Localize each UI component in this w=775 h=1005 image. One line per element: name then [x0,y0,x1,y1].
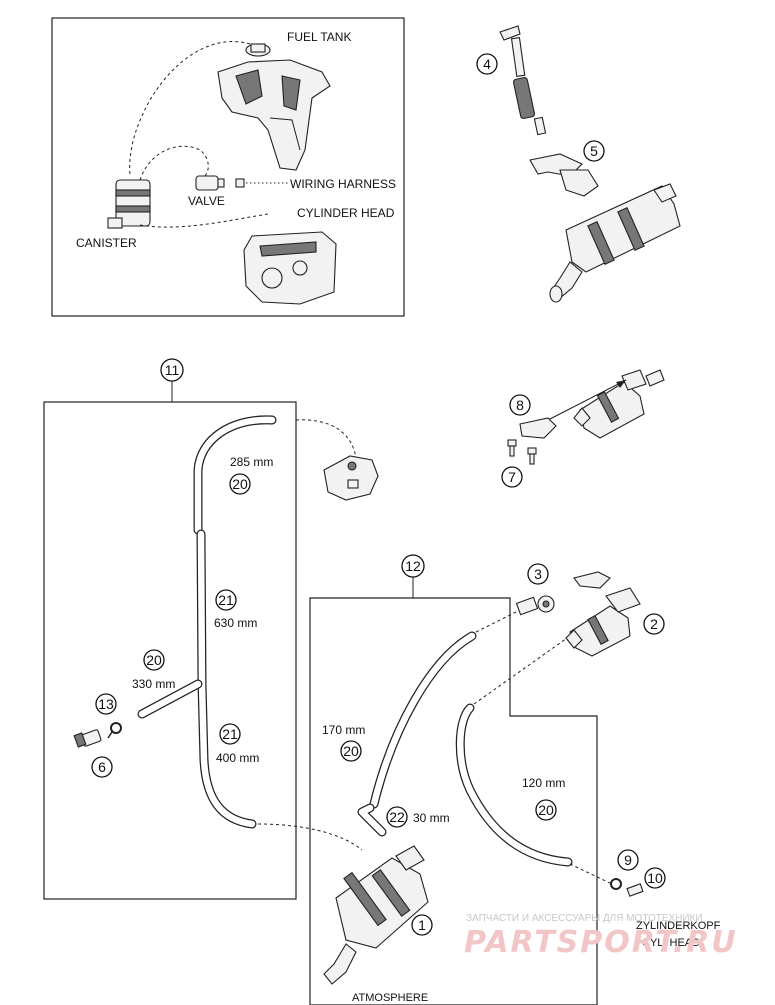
svg-text:9: 9 [624,852,632,868]
part-5-valve-illustration [549,183,681,303]
part-8-bracket-illustration [519,417,557,439]
hose-11-to-cap-line [295,419,357,459]
svg-text:13: 13 [98,696,114,712]
overview-frame [51,17,405,317]
callout-21-b: 21 [219,723,241,745]
hose-length-120: 120 mm [522,776,565,790]
cylinder-head-label: CYLINDER HEAD [297,206,395,220]
part-3-fitting-illustration [515,595,555,616]
svg-text:20: 20 [343,743,359,759]
callout-6: 6 [91,756,113,778]
canister-label: CANISTER [76,236,137,250]
hose-12-to-part3-line [475,611,517,633]
svg-text:5: 5 [590,143,598,159]
part-8-arrow-line [547,379,627,421]
hose-set-11-illustration [137,415,277,829]
hose-length-30: 30 mm [413,811,450,825]
svg-text:22: 22 [389,809,405,825]
hose-12-to-part2-line [473,635,571,705]
hose-length-285: 285 mm [230,455,273,469]
overview-inset: FUEL TANK WIRING HARNESS VALVE CYLINDER … [51,17,405,317]
svg-text:6: 6 [98,759,106,775]
part-7-screws-illustration [507,439,537,465]
fuel-tank-illustration [217,43,331,171]
svg-text:10: 10 [647,870,663,886]
fuel-tank-cap-illustration [323,455,379,501]
part-8-arrowhead [616,380,626,388]
svg-text:12: 12 [405,558,421,574]
svg-text:11: 11 [165,362,180,378]
hose-set-12-illustration [357,631,573,867]
hose-length-330: 330 mm [132,677,175,691]
cyl-head-label: CYL. HEAD [642,937,700,949]
hose-12-to-part9-line [569,863,613,885]
part-9-clamp-illustration [610,878,622,890]
hose-length-630: 630 mm [214,616,257,630]
cylinder-head-illustration [243,231,337,305]
callout-20-d: 20 [535,799,557,821]
part-10-fitting-illustration [626,883,644,897]
callout-10: 10 [644,867,666,889]
svg-text:3: 3 [534,566,542,582]
vent-line-tank [129,41,251,176]
callout-5: 5 [583,140,605,162]
watermark-brand: PARTSPORT.RU [464,925,738,960]
callout-11: 11 [160,358,184,382]
svg-text:8: 8 [516,397,524,413]
part-1-canister-illustration [323,845,429,985]
svg-text:20: 20 [146,652,162,668]
part-2-bracket-illustration [573,571,611,589]
svg-text:4: 4 [483,56,491,72]
svg-text:2: 2 [650,616,658,632]
svg-text:1: 1 [418,917,426,933]
callout-12: 12 [401,554,425,578]
callout-13: 13 [95,693,117,715]
part-2-valve-illustration [565,587,641,657]
svg-text:21: 21 [222,726,238,742]
hose-set-12-frame [309,597,598,1005]
callout-1: 1 [411,914,433,936]
wiring-harness-label: WIRING HARNESS [290,177,396,191]
callout-9: 9 [617,849,639,871]
hose-length-170: 170 mm [322,723,365,737]
vent-line-head [139,213,269,228]
svg-text:7: 7 [508,469,516,485]
part-13-clamp-illustration [107,722,122,739]
svg-text:20: 20 [232,476,248,492]
atmosphere-label: ATMOSPHERE [352,992,428,1004]
callout-4: 4 [476,53,498,75]
vent-line-canister [139,145,209,181]
callout-7: 7 [501,466,523,488]
part-4-illustration [499,25,547,136]
watermark-subtitle: ЗАПЧАСТИ И АКСЕССУАРЫ ДЛЯ МОТОТЕХНИКИ [466,913,703,924]
valve-label: VALVE [188,194,225,208]
part-8-valve-illustration [573,369,665,439]
callout-20-c: 20 [340,740,362,762]
callout-21-a: 21 [215,589,237,611]
callout-2: 2 [643,613,665,635]
callout-22: 22 [386,806,408,828]
canister-illustration [107,179,151,229]
callout-8: 8 [509,394,531,416]
callout-20-a: 20 [229,473,251,495]
part-6-fitting-illustration [73,729,102,748]
valve-illustration [195,175,245,191]
svg-text:20: 20 [538,802,554,818]
callout-20-b: 20 [143,649,165,671]
svg-text:21: 21 [218,592,234,608]
hose-length-400: 400 mm [216,751,259,765]
zylinderkopf-label: ZYLINDERKOPF [636,920,721,932]
callout-3: 3 [527,563,549,585]
hose-set-11-frame [43,401,297,900]
fuel-tank-label: FUEL TANK [287,30,351,44]
part-5-bracket-illustration [529,153,599,197]
hose-11-to-canister-line [257,823,363,851]
